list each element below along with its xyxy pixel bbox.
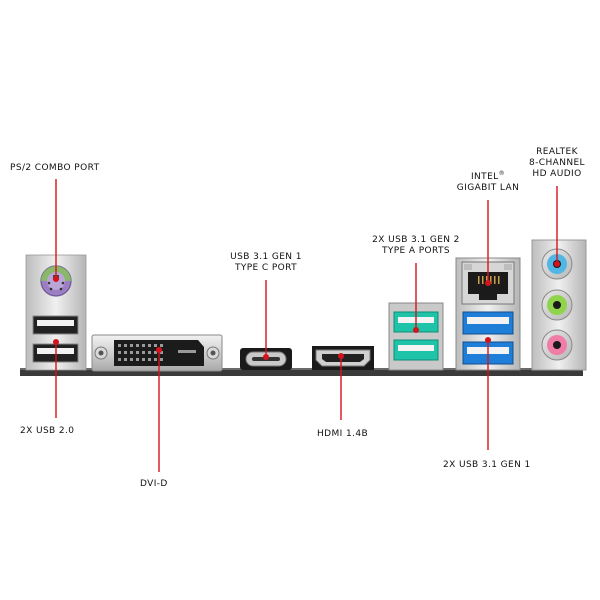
board-edge xyxy=(20,368,583,376)
label-usb-type-c-line2: TYPE C PORT xyxy=(234,263,298,273)
label-usb-type-c: USB 3.1 GEN 1 TYPE C PORT xyxy=(228,252,304,274)
label-usb31-gen2-line1: 2X USB 3.1 GEN 2 xyxy=(372,235,460,245)
label-usb31-gen2: 2X USB 3.1 GEN 2 TYPE A PORTS xyxy=(364,235,468,257)
leader-lines xyxy=(53,179,561,472)
registered-mark: ® xyxy=(498,170,505,177)
audio-jacks xyxy=(531,239,587,371)
label-usb-2-0: 2X USB 2.0 xyxy=(20,426,75,436)
label-audio-line3: HD AUDIO xyxy=(532,169,582,179)
label-ps2-combo-port: PS/2 COMBO PORT xyxy=(10,163,100,173)
label-intel-gigabit-lan: INTEL® GIGABIT LAN xyxy=(450,168,526,194)
label-lan-line1: INTEL xyxy=(471,172,499,182)
label-lan-line2: GIGABIT LAN xyxy=(456,183,520,193)
dvi-d-port xyxy=(91,334,223,372)
label-realtek-audio: REALTEK 8-CHANNEL HD AUDIO xyxy=(519,147,595,180)
label-audio-line1: REALTEK xyxy=(536,147,578,157)
label-usb-type-c-line1: USB 3.1 GEN 1 xyxy=(230,252,302,262)
label-usb31-gen1: 2X USB 3.1 GEN 1 xyxy=(443,460,531,470)
label-usb31-gen2-line2: TYPE A PORTS xyxy=(381,246,451,256)
label-hdmi: HDMI 1.4B xyxy=(317,429,369,439)
label-audio-line2: 8-CHANNEL xyxy=(529,158,585,168)
label-dvi-d: DVI-D xyxy=(140,479,168,489)
